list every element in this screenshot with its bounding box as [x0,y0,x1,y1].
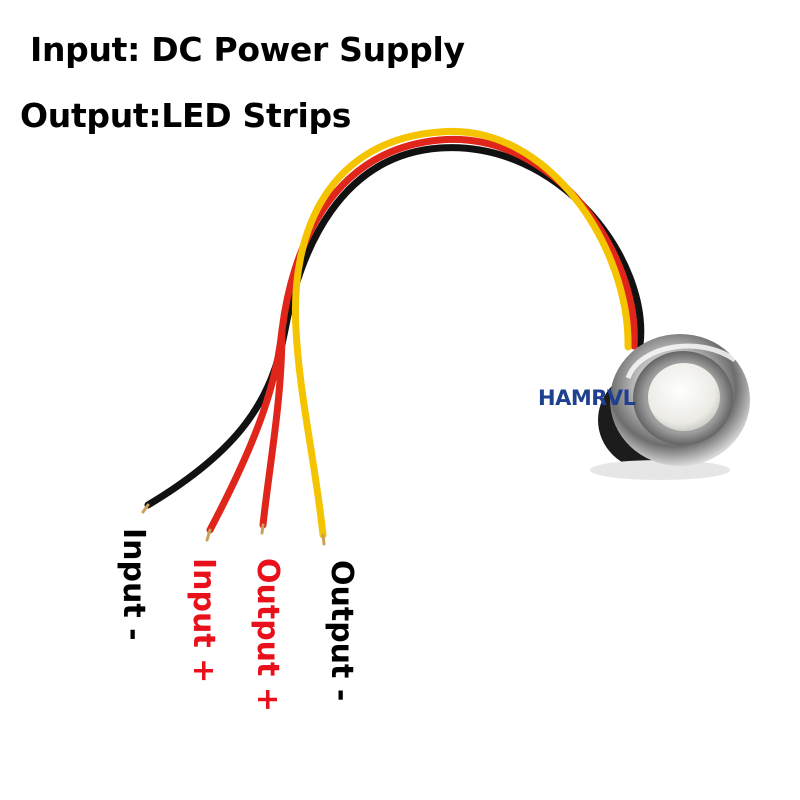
tip-input-plus [205,528,212,542]
label-output-minus: Output - [324,560,359,702]
bezel-highlight [625,343,737,380]
wire-tips [141,503,326,546]
tip-output-plus [260,523,265,535]
wire-output-plus [259,326,286,529]
label-output-plus: Output + [250,558,285,712]
wire-bundle [144,128,645,539]
wire-input-minus [144,144,645,509]
tip-output-minus [321,533,326,546]
label-input-plus: Input + [186,558,221,684]
wire-output-minus [291,128,632,539]
button-cap [648,363,720,431]
headline-output: Output:LED Strips [20,96,352,135]
tip-input-minus [141,503,150,514]
button-shadow [590,460,730,480]
headline-input: Input: DC Power Supply [30,30,465,69]
brand-watermark: HAMRVL [538,386,636,410]
label-input-minus: Input - [116,528,151,641]
